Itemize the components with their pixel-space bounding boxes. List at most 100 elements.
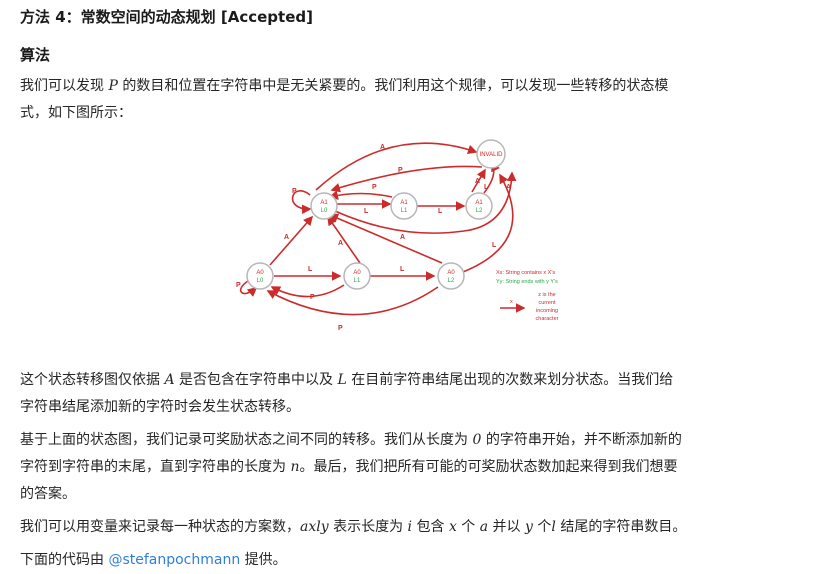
edge-label: P [338,325,343,332]
arrow-a0l2-invalid-2 [454,173,514,276]
edge-label: L [400,266,405,273]
text: 式，如下图所示： [20,105,132,121]
text: 个 [532,519,552,535]
arrow-a0l1-a0l0-p [270,284,345,298]
math-var: axly [300,519,329,535]
paragraph-variables: 我们可以用变量来记录每一种状态的方案数，axly 表示长度为 i 包含 x 个 … [20,514,790,541]
math-var: y [525,519,533,535]
state-label-a: A1 [400,200,408,206]
legend-line-1: Xx: String contains x X's [496,270,555,276]
edge-label: L [492,242,497,249]
arrow-a1l0-self-p [291,190,312,215]
state-a0l1: A0 L1 [343,262,371,290]
edge-label: P [398,167,403,174]
state-a0l0: A0 L0 [246,262,274,290]
math-var: 0 [472,432,482,448]
state-label-l: L1 [401,208,408,214]
state-label-a: A0 [447,270,455,276]
text: 的字符串开始，并不断添加新的 [481,432,682,448]
legend-desc-3: incoming [536,308,558,314]
arrow-a0l0-a1l0 [269,215,314,266]
state-label: INVALID [480,152,504,158]
arrow-a1l0-invalid [315,142,478,191]
state-a0l2: A0 L2 [437,262,465,290]
text: 字符到字符串的末尾，直到字符串的长度为 [20,459,291,475]
state-label-a: A1 [475,200,483,206]
state-label-l: L1 [354,278,361,284]
edge-label: L [438,208,443,215]
arrow-a1l2-to-a1l0-p [330,165,483,193]
edge-label: P [310,294,315,301]
edge-label: A [506,184,511,191]
legend-desc-1: z is the [538,292,555,298]
edge-label: P [236,282,241,289]
text: 结尾的字符串数目。 [555,519,687,535]
arrow-a0l0-self-p [239,280,258,297]
text: 我们可以用变量来记录每一种状态的方案数， [20,519,300,535]
state-transition-diagram: A P P P L L A L A A L A A L L P P P INVA… [236,139,559,332]
state-label-l: L2 [476,208,483,214]
math-var: i [407,519,413,535]
paragraph-transitions: 基于上面的状态图，我们记录可奖励状态之间不同的转移。我们从长度为 0 的字符串开… [20,427,790,508]
text: 的数目和位置在字符串中是无关紧要的。我们利用这个规律，可以发现一些转移的状态模 [117,78,669,94]
arrow-a0l1-a1l0 [327,215,361,264]
edge-label: A [475,178,480,185]
legend-arrow-label: x [510,299,513,305]
edge-label: P [292,188,297,195]
state-a1l0: A1 L0 [310,192,338,220]
state-label-l: L2 [448,278,455,284]
edge-label: A [284,234,289,241]
text: 个 [456,519,480,535]
state-label-l: L0 [257,278,264,284]
edge-label: L [308,266,313,273]
text: 是否包含在字符串中以及 [174,372,338,388]
text: 表示长度为 [328,519,408,535]
state-a1l1: A1 L1 [390,192,418,220]
state-invalid: INVALID [476,139,506,169]
diagram-legend: Xx: String contains x X's Yy: String end… [496,270,559,322]
text: 包含 [412,519,449,535]
arrow-a0l2-a0l0-p [266,286,439,316]
text: 下面的代码由 [20,552,109,568]
arrow-a0l2-invalid [334,171,517,234]
paragraph-credit: 下面的代码由 @stefanpochmann 提供。 [20,547,790,574]
legend-line-2: Yy: String ends with y Y's [496,279,558,285]
text: 并以 [488,519,526,535]
legend-desc-4: character [536,316,559,322]
text: 基于上面的状态图，我们记录可奖励状态之间不同的转移。我们从长度为 [20,432,473,448]
state-label-a: A0 [256,270,264,276]
state-nodes: INVALID A1 L0 A1 L1 A1 L2 A0 L0 [246,139,506,290]
method-title: 方法 4：常数空间的动态规划 [Accepted] [20,8,313,26]
state-a1l2: A1 L2 [465,192,493,220]
edge-labels: A P P P L L A L A A L A A L L P P P [236,144,511,332]
edge-label: L [484,184,489,191]
math-var: a [479,519,489,535]
arrow-a1l1-to-a1l0-p [328,190,393,200]
text: 的答案。 [20,486,76,502]
math-var: l [551,519,556,535]
arrow-a0l2-a1l0 [328,213,443,264]
text: 在目前字符串结尾出现的次数来划分状态。当我们给 [346,372,674,388]
edge-label: P [372,184,377,191]
state-label-a: A1 [320,200,328,206]
edge-label: L [364,208,369,215]
math-var: P [108,78,118,94]
text: 字符串结尾添加新的字符时会发生状态转移。 [20,399,300,415]
author-link[interactable]: @stefanpochmann [108,552,241,568]
legend-desc-2: current [538,300,556,306]
math-var: L [337,372,347,388]
math-var: x [448,519,457,535]
state-label-l: L0 [321,208,328,214]
text: 。最后，我们把所有可能的可奖励状态数加起来得到我们想要 [299,459,678,475]
transition-arrows [239,142,526,316]
section-heading: 算法 [20,46,51,64]
edge-label: A [380,144,385,151]
math-var: A [164,372,175,388]
paragraph-state-explanation: 这个状态转移图仅依据 A 是否包含在字符串中以及 L 在目前字符串结尾出现的次数… [20,367,790,421]
arrow-a1l2-invalid [471,168,486,193]
text: 这个状态转移图仅依据 [20,372,165,388]
edge-label: A [400,234,405,241]
state-label-a: A0 [353,270,361,276]
edge-label: A [338,240,343,247]
